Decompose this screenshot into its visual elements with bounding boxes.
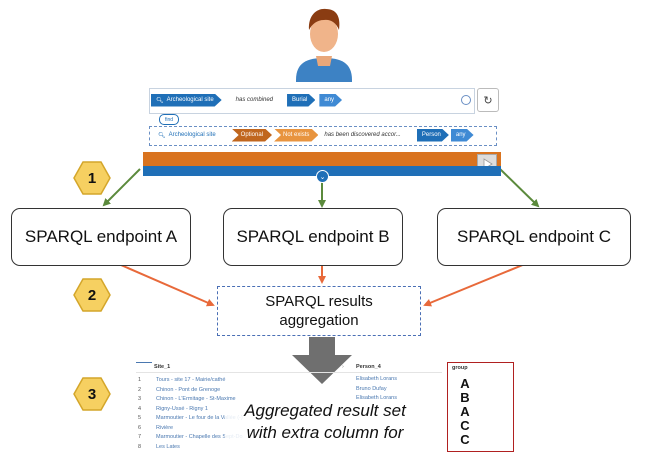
step-badge-3: 3	[73, 376, 111, 412]
query-connector-2: has been discovered accor...	[324, 132, 401, 138]
caption-line-1: Aggregated result set	[244, 401, 406, 420]
table-row: 5 Marmoutier - Le four de la Vallée (-)	[138, 413, 348, 423]
chip-any-2[interactable]: any	[451, 129, 474, 142]
settings-icon[interactable]	[461, 95, 471, 105]
table-row: 7 Marmoutier - Chapelle des Sept-Do	[138, 432, 348, 442]
person-link[interactable]: Elisabeth Lorans	[356, 376, 397, 382]
user-icon	[296, 8, 352, 82]
aggregation-line-2: aggregation	[279, 312, 359, 329]
sparql-endpoint-c: SPARQL endpoint C	[437, 208, 631, 266]
table-row: 1 Tours - site 17 - Mairie/cathé	[138, 375, 348, 385]
person-link[interactable]: Elisabeth Lorans	[356, 395, 397, 401]
chip-optional[interactable]: Optional	[232, 129, 272, 142]
results-aggregation-box: SPARQL results aggregation	[217, 286, 421, 336]
row-number: 7	[138, 434, 142, 440]
results-table: Site_1 › Person_4	[136, 362, 518, 450]
table-row: 6 Rivière	[138, 423, 348, 433]
row-number: 8	[138, 443, 142, 450]
chip-burial[interactable]: Burial	[287, 94, 315, 107]
site-link[interactable]: Marmoutier - Chapelle des Sept-Do	[156, 434, 243, 440]
results-caption: Aggregated result set with extra column …	[225, 400, 425, 444]
row-number: 1	[138, 377, 142, 383]
table-row: 2 Chinon - Pont de Grenoge	[138, 385, 348, 395]
row-number: 5	[138, 415, 142, 421]
table-row: 3 Chinon - L'Ermitage - St-Maxime	[138, 394, 348, 404]
chip-any[interactable]: any	[319, 94, 342, 107]
column-header-group: group	[452, 365, 468, 371]
table-row: 4 Rigny-Ussé - Rigny 1	[138, 404, 348, 414]
chip-archeological-site-2[interactable]: 🔍︎ Archeological site	[153, 129, 224, 142]
group-column: group	[447, 362, 514, 452]
group-value: B	[460, 390, 470, 405]
sparql-endpoint-a: SPARQL endpoint A	[11, 208, 191, 266]
column-separator: ›	[342, 364, 344, 370]
row-number: 6	[138, 424, 142, 431]
column-header-person: Person_4	[356, 364, 381, 370]
query-connector: has combined	[235, 97, 274, 103]
arrow-a-to-aggregation	[113, 261, 215, 307]
row-number: 2	[138, 386, 142, 393]
group-value: A	[460, 404, 470, 419]
arrow-c-to-aggregation	[423, 261, 531, 307]
chip-person[interactable]: Person	[417, 129, 449, 142]
chip-archeological-site[interactable]: 🔍︎ Archeological site	[151, 94, 222, 107]
site-link[interactable]: Tours - site 17 - Mairie/cathé	[156, 377, 226, 383]
step-badge-2: 2	[73, 277, 111, 313]
search-icon: 🔍︎	[158, 132, 166, 139]
site-link[interactable]: Chinon - L'Ermitage - St-Maxime	[156, 396, 236, 402]
down-arrow-icon	[292, 337, 352, 384]
group-value: A	[460, 376, 470, 391]
table-row: 8 Les Lates	[138, 442, 348, 452]
site-link[interactable]: Rivière	[156, 424, 174, 431]
person-link[interactable]: Bruno Dufay	[356, 385, 387, 392]
chevron-down-icon[interactable]: ⌄	[316, 170, 329, 183]
step-badge-1: 1	[73, 160, 111, 196]
aggregation-line-1: SPARQL results	[265, 293, 373, 310]
orange-bar	[143, 152, 501, 166]
group-value: C	[460, 432, 470, 447]
arrow-to-endpoint-a	[102, 168, 141, 207]
chip-not-exists[interactable]: Not exists	[274, 129, 318, 142]
site-link[interactable]: Rigny-Ussé - Rigny 1	[156, 405, 208, 412]
group-value: C	[460, 418, 470, 433]
sparql-endpoint-b: SPARQL endpoint B	[223, 208, 403, 266]
query-row-2	[149, 126, 497, 146]
reset-button[interactable]: ↻	[477, 88, 499, 112]
site-link[interactable]: Chinon - Pont de Grenoge	[156, 386, 221, 393]
search-icon: 🔍︎	[156, 97, 164, 104]
caption-line-2: with extra column for	[246, 423, 404, 442]
site-link[interactable]: Les Lates	[156, 443, 180, 450]
row-number: 3	[138, 396, 142, 402]
arrow-to-endpoint-c	[499, 168, 540, 208]
query-builder-panel: 🔍︎ Archeological site has combined Buria…	[143, 84, 501, 183]
row-number: 4	[138, 405, 142, 412]
column-header-site: Site_1	[154, 364, 171, 370]
site-link[interactable]: Marmoutier - Le four de la Vallée (-)	[156, 415, 243, 421]
find-button[interactable]: find	[159, 114, 179, 125]
